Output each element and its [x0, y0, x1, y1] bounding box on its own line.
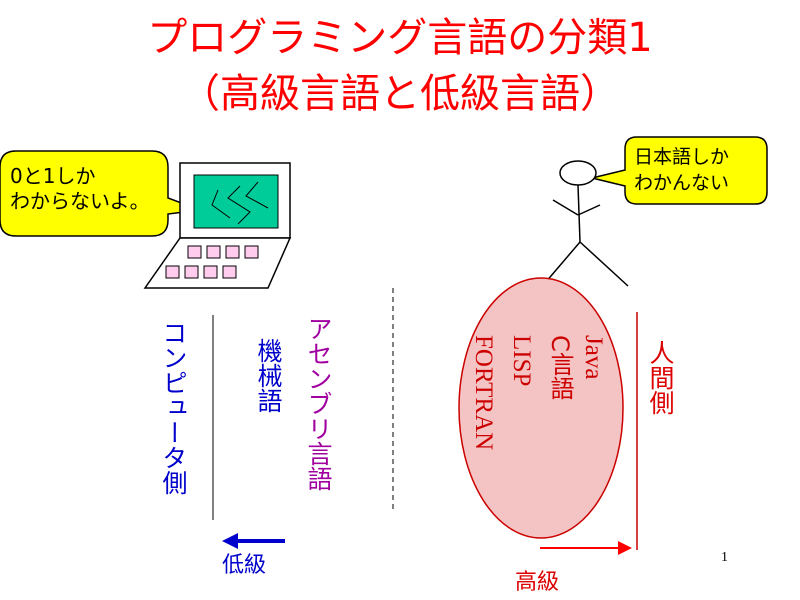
- computer-speech-bubble: [0, 150, 201, 237]
- computer-bubble-text: 0と1しか わからないよ。: [10, 164, 150, 213]
- low-level-label: 低級: [222, 553, 267, 578]
- low-level-arrow: [222, 533, 285, 549]
- human-bubble-text: 日本語しか わかんない: [634, 146, 730, 194]
- computer-side-label: コンピュータ側: [159, 320, 188, 495]
- high-level-arrow: [540, 541, 632, 555]
- language-fortran: FORTRAN: [470, 335, 497, 451]
- laptop-icon: [143, 162, 292, 289]
- human-side-label: 人間側: [646, 340, 675, 415]
- high-level-label: 高級: [515, 570, 560, 595]
- language-java: Java: [580, 335, 607, 380]
- page-number: 1: [721, 550, 728, 565]
- language-lisp: LISP: [508, 335, 535, 387]
- high-level-languages-ellipse: [458, 277, 624, 539]
- language-c: C言語: [546, 335, 574, 400]
- machine-language-label: 機械語: [254, 338, 283, 413]
- assembly-language-label: アセンブリ言語: [304, 316, 333, 491]
- human-speech-bubble: [591, 136, 768, 205]
- slide-subtitle: （高級言語と低級言語）: [180, 71, 620, 117]
- person-icon: [544, 160, 629, 287]
- slide-title: プログラミング言語の分類1: [147, 15, 653, 61]
